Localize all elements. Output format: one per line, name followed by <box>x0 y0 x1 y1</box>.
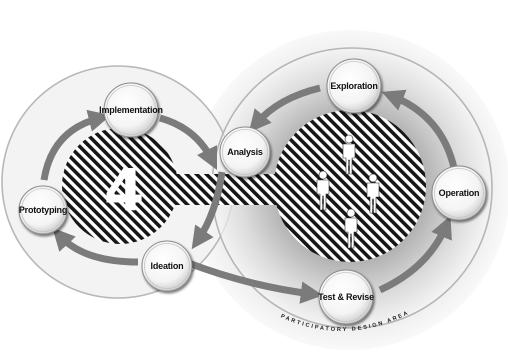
node-implementation-label: Implementation <box>99 105 163 115</box>
node-implementation <box>103 82 159 138</box>
node-test-revise <box>318 269 374 325</box>
arrow-ideation-to-test-revise <box>184 258 324 304</box>
person-icon <box>342 134 356 175</box>
node-ideation-label: Ideation <box>151 261 184 271</box>
right-hatched-core <box>274 110 426 262</box>
participants-group <box>316 134 380 249</box>
node-analysis <box>219 126 271 178</box>
node-operation-label: Operation <box>439 188 480 198</box>
arrow-exploration-to-analysis <box>248 84 321 133</box>
arrow-test-revise-to-operation <box>378 215 452 294</box>
stage-number: 4 <box>104 156 144 224</box>
arrow-ideation-to-prototyping <box>52 227 139 266</box>
left-hatched-core <box>62 128 178 244</box>
node-exploration-label: Exploration <box>330 81 377 91</box>
person-icon <box>344 208 358 249</box>
node-ideation <box>141 240 193 292</box>
arrow-analysis-to-ideation <box>191 171 226 250</box>
node-prototyping-label: Prototyping <box>19 205 67 215</box>
node-test-revise-label: Test & Revise <box>318 292 374 302</box>
node-prototyping <box>18 185 68 235</box>
node-exploration <box>326 58 382 114</box>
person-icon <box>316 170 330 211</box>
cycle-arrows <box>40 84 458 304</box>
node-analysis-label: Analysis <box>227 147 263 157</box>
arrow-prototyping-to-implementation <box>40 109 111 181</box>
node-operation <box>431 165 487 221</box>
arrow-operation-to-exploration <box>381 89 458 169</box>
person-icon <box>366 173 380 214</box>
arrow-implementation-to-analysis <box>158 114 218 171</box>
